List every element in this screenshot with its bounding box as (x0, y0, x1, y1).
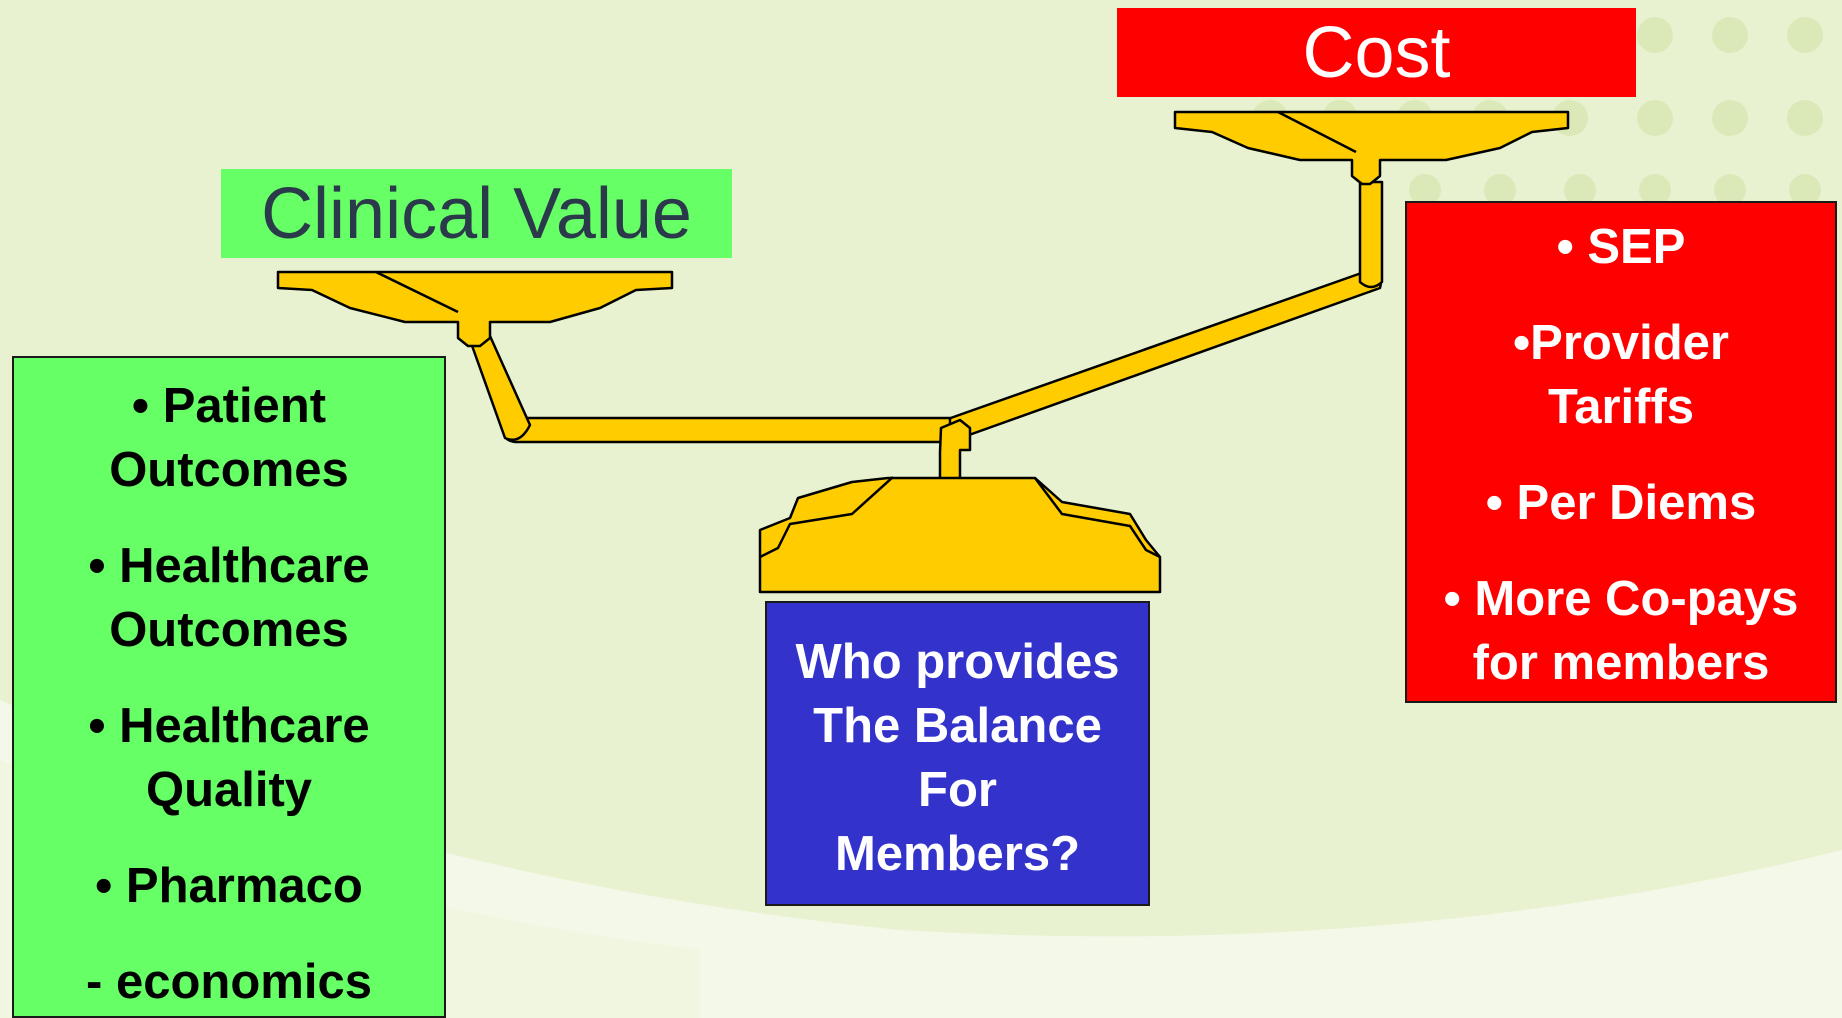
scale-left-strut (468, 334, 532, 442)
clinical-item-line: • Pharmaco (95, 859, 363, 913)
cost-item-provider-tariffs: •Provider Tariffs (1407, 311, 1835, 439)
clinical-item-line: - economics (86, 955, 372, 1009)
clinical-item-patient-outcomes: • Patient Outcomes (14, 374, 444, 502)
cost-item-co-pays: • More Co-pays for members (1407, 567, 1835, 695)
scale-right-pan (1173, 110, 1570, 186)
clinical-item-line: • Patient (131, 379, 327, 433)
cost-item-line: Tariffs (1547, 380, 1695, 434)
scale-right-beam (943, 268, 1383, 442)
balance-question-line: Members? (834, 827, 1081, 881)
cost-item-sep: • SEP (1407, 215, 1835, 279)
clinical-value-panel: • Patient Outcomes • Healthcare Outcomes… (12, 356, 446, 1018)
clinical-item-pharmaco: • Pharmaco (14, 854, 444, 918)
clinical-item-line: Outcomes (109, 443, 349, 497)
cost-panel: • SEP •Provider Tariffs • Per Diems • Mo… (1405, 201, 1837, 703)
clinical-item-line: Outcomes (109, 603, 349, 657)
clinical-item-line: Quality (145, 763, 313, 817)
clinical-item-healthcare-outcomes: • Healthcare Outcomes (14, 534, 444, 662)
scale-left-pan (276, 270, 674, 348)
balance-question-panel: Who provides The Balance For Members? (765, 601, 1150, 906)
balance-question-line: For (918, 763, 997, 817)
scale-left-beam (503, 416, 952, 444)
scale-center-post (938, 418, 972, 482)
cost-item-line: •Provider (1513, 316, 1729, 370)
scale-base (758, 476, 1162, 594)
clinical-item-healthcare-quality: • Healthcare Quality (14, 694, 444, 822)
cost-item-line: • Per Diems (1485, 476, 1757, 530)
cost-item-line: • More Co-pays (1443, 572, 1799, 626)
balance-question-line: The Balance (813, 699, 1102, 753)
scale-right-post (1358, 180, 1384, 289)
cost-item-line: for members (1472, 636, 1770, 690)
clinical-item-line: • Healthcare (88, 699, 370, 753)
clinical-item-economics: - economics (14, 950, 444, 1014)
cost-item-per-diems: • Per Diems (1407, 471, 1835, 535)
balance-question-line: Who provides (795, 635, 1120, 689)
clinical-value-label: Clinical Value (221, 169, 732, 258)
clinical-item-line: • Healthcare (88, 539, 370, 593)
cost-item-line: • SEP (1556, 220, 1686, 274)
cost-label: Cost (1117, 8, 1636, 97)
